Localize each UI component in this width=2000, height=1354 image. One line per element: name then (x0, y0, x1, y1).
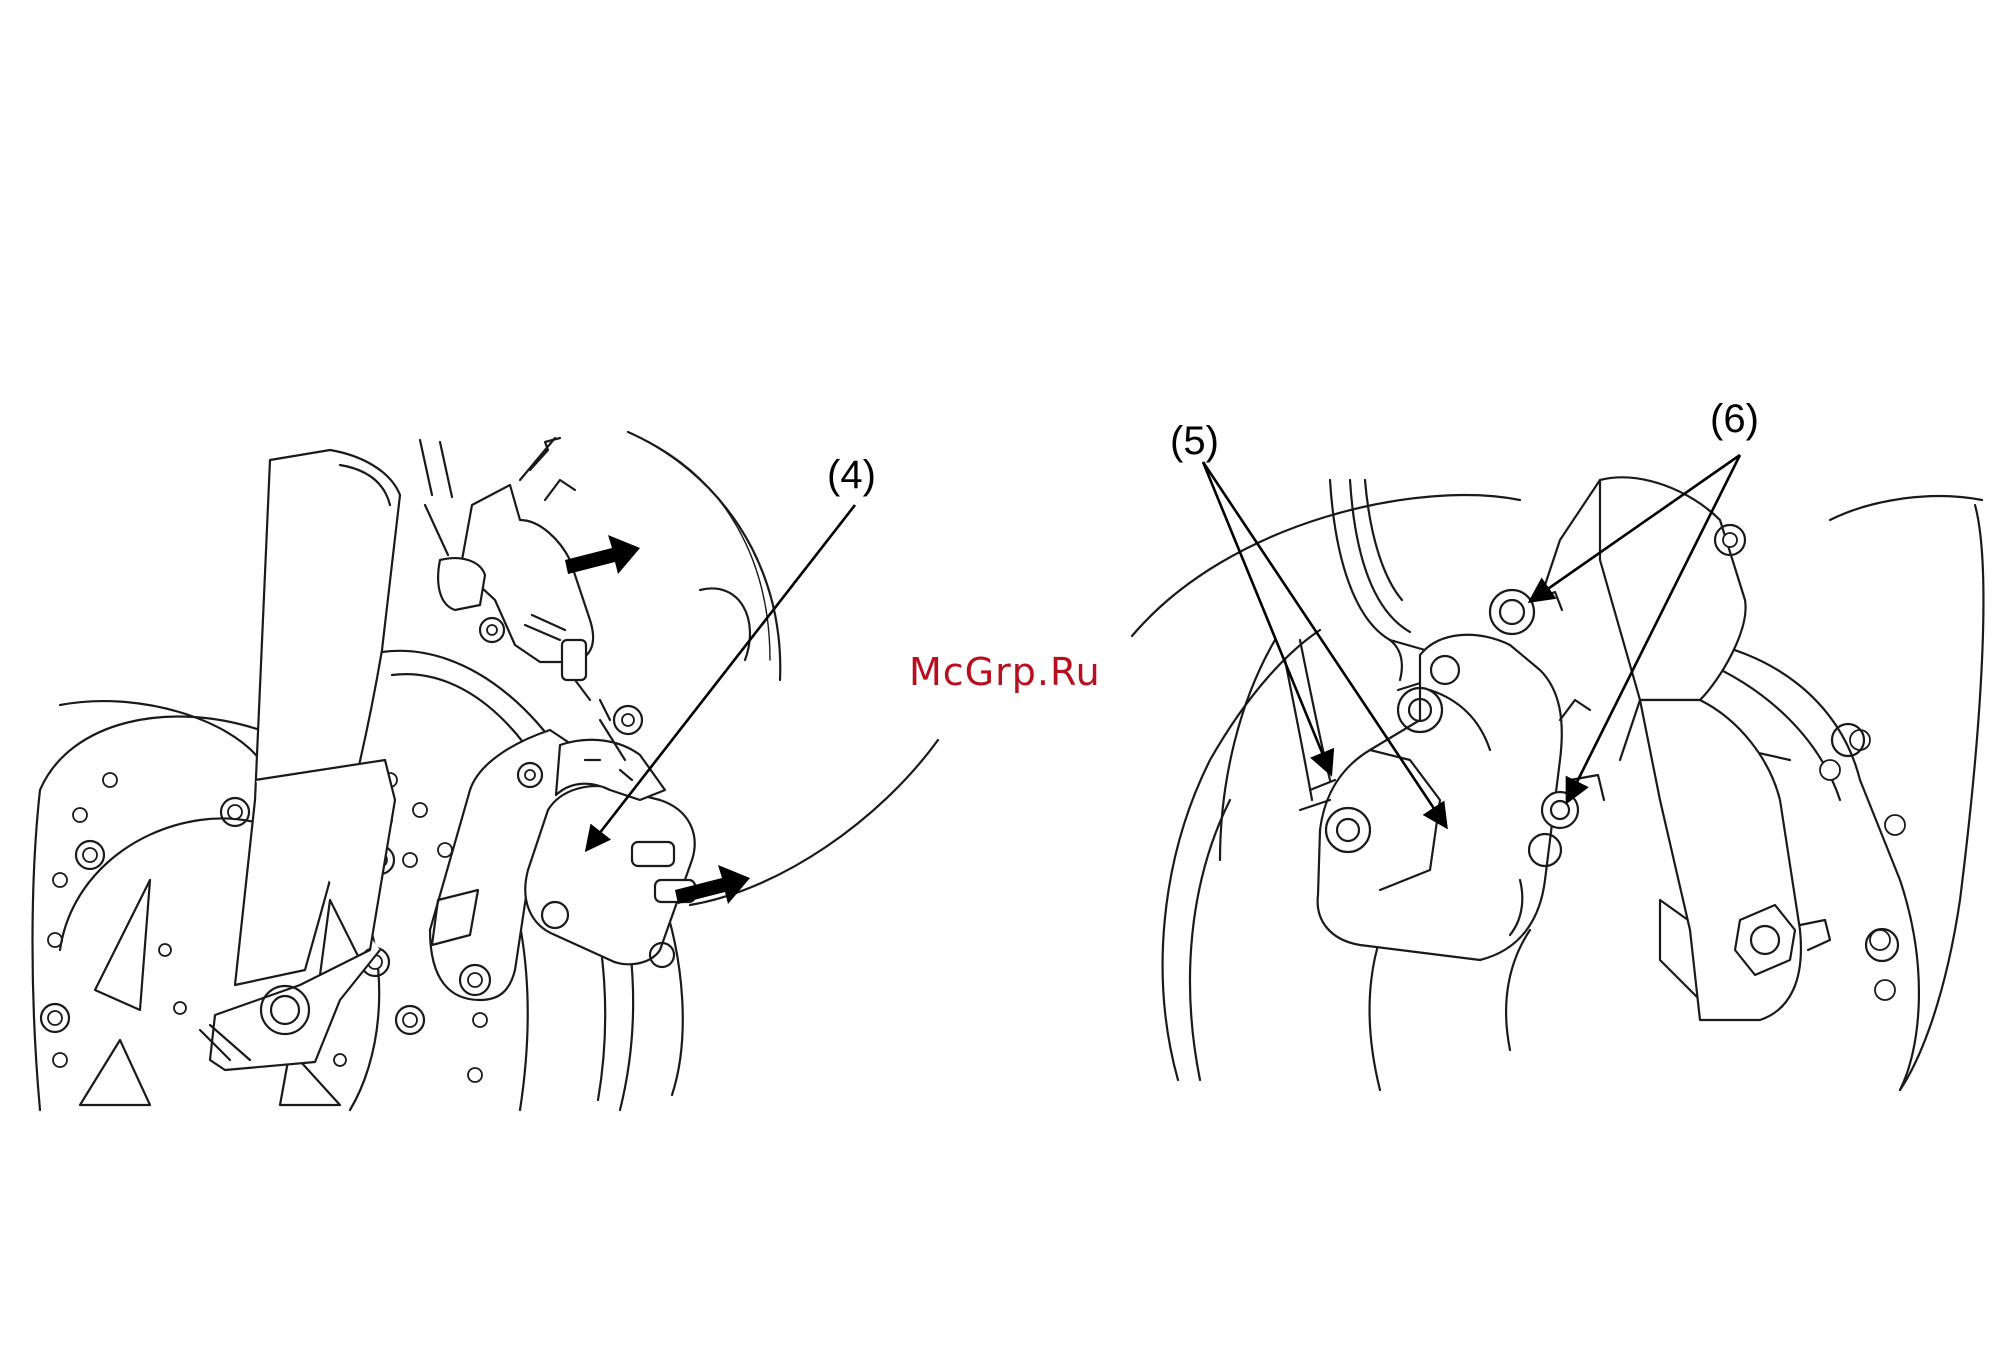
right-caliper-illustration (1132, 477, 1983, 1090)
callout-label-6: (6) (1710, 397, 1759, 441)
callout-leaders (588, 455, 1740, 848)
removal-arrow-upper (565, 535, 640, 574)
front-fork-right (1540, 477, 1830, 1020)
front-fork-left (200, 440, 452, 1070)
caliper-mounting-bolt-upper (1490, 590, 1562, 634)
watermark-text: McGrp.Ru (909, 650, 1101, 694)
leader-5b (1203, 462, 1330, 772)
callout-label-4: (4) (827, 453, 876, 497)
left-caliper-illustration (33, 432, 939, 1110)
callout-label-5: (5) (1170, 419, 1219, 463)
brake-caliper-upper (438, 438, 642, 760)
